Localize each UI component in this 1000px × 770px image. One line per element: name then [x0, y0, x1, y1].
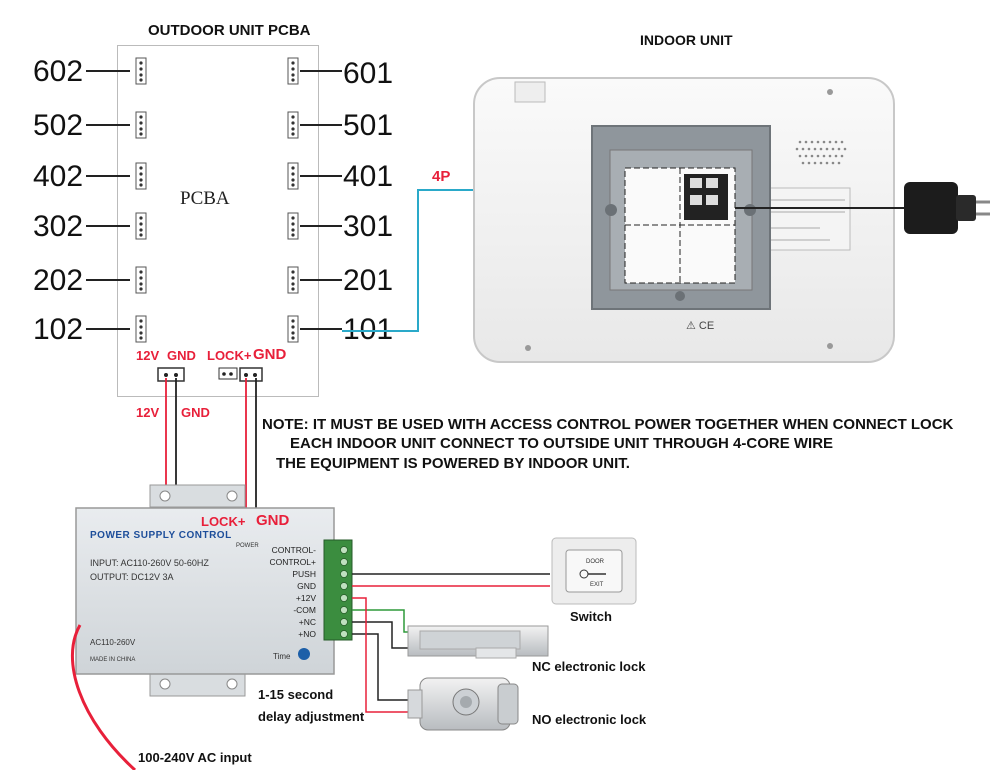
terminal-com: -COM: [293, 605, 316, 615]
port-302: 302: [33, 210, 84, 243]
indoor-unit-monitor: ⚠ CE: [473, 77, 990, 363]
psu-gnd-label: GND: [256, 512, 290, 529]
exit-switch: DOOR EXIT: [551, 537, 637, 605]
switch-caption: Switch: [570, 609, 612, 624]
nc-lock-caption: NC electronic lock: [532, 659, 646, 674]
svg-text:EXIT: EXIT: [590, 582, 604, 588]
pcb-bottom-terminals: [157, 367, 263, 382]
right-port-leads: [300, 70, 342, 330]
port-402: 402: [33, 160, 84, 193]
psu-ac-label: AC110-260V: [90, 638, 136, 647]
no-electronic-lock: [407, 677, 519, 731]
note-line-3: THE EQUIPMENT IS POWERED BY INDOOR UNIT.: [276, 455, 630, 472]
port-401: 401: [343, 160, 394, 193]
no-lock-caption: NO electronic lock: [532, 712, 647, 727]
wire-12v-label: 12V: [136, 405, 160, 420]
psu-input-spec: INPUT: AC110-260V 50-60HZ: [90, 558, 209, 568]
wire-4p-label: 4P: [432, 168, 451, 185]
outdoor-pcb-board: [117, 45, 319, 397]
note-line-2: EACH INDOOR UNIT CONNECT TO OUTSIDE UNIT…: [290, 435, 834, 452]
delay-caption-2: delay adjustment: [258, 709, 365, 724]
terminal-nc: +NC: [298, 617, 316, 627]
pcb-gnd2-label: GND: [253, 346, 287, 363]
power-supply-box: [71, 484, 353, 770]
port-601: 601: [343, 57, 394, 90]
terminal-push: PUSH: [292, 569, 316, 579]
indoor-unit-title: INDOOR UNIT: [640, 32, 733, 48]
psu-lock-label: LOCK+: [201, 514, 246, 529]
port-502: 502: [33, 109, 84, 142]
right-connectors: [287, 57, 299, 343]
port-301: 301: [343, 210, 394, 243]
outdoor-unit-title: OUTDOOR UNIT PCBA: [148, 22, 311, 39]
pcb-lock-label: LOCK+: [207, 348, 252, 363]
pcba-label: PCBA: [180, 188, 230, 209]
no-wire-black: [352, 633, 418, 701]
terminal-control-minus: CONTROL-: [271, 545, 316, 555]
nc-magnetic-lock: [407, 625, 549, 659]
port-602: 602: [33, 55, 84, 88]
svg-text:DOOR: DOOR: [586, 559, 605, 565]
port-201: 201: [343, 264, 394, 297]
psu-time-label: Time: [273, 652, 291, 661]
port-102: 102: [33, 313, 84, 346]
wire-gnd-label: GND: [181, 405, 210, 420]
terminal-no: +NO: [298, 629, 316, 639]
terminal-control-plus: CONTROL+: [269, 557, 316, 567]
terminal-12v: +12V: [295, 593, 316, 603]
terminal-gnd: GND: [297, 581, 316, 591]
psu-output-spec: OUTPUT: DC12V 3A: [90, 572, 174, 582]
no-wire-red: [352, 597, 418, 713]
right-connector-pins: [291, 61, 295, 340]
port-101: 101: [343, 313, 394, 346]
pcb-12v-label: 12V: [136, 348, 160, 363]
pcb-gnd-label: GND: [167, 348, 196, 363]
left-connector-pins: [139, 61, 143, 340]
port-501: 501: [343, 109, 394, 142]
note-line-1: NOTE: IT MUST BE USED WITH ACCESS CONTRO…: [262, 416, 954, 433]
psu-power-label: POWER: [236, 543, 259, 549]
nc-wire-black: [352, 621, 418, 649]
svg-text:⚠ CE: ⚠ CE: [686, 320, 714, 332]
port-202: 202: [33, 264, 84, 297]
delay-caption-1: 1-15 second: [258, 687, 334, 702]
psu-made-label: MADE IN CHINA: [90, 657, 136, 663]
left-port-leads: [86, 70, 130, 330]
ac-input-caption: 100-240V AC input: [138, 750, 252, 765]
psu-title: POWER SUPPLY CONTROL: [90, 530, 232, 541]
left-connectors: [135, 57, 147, 343]
